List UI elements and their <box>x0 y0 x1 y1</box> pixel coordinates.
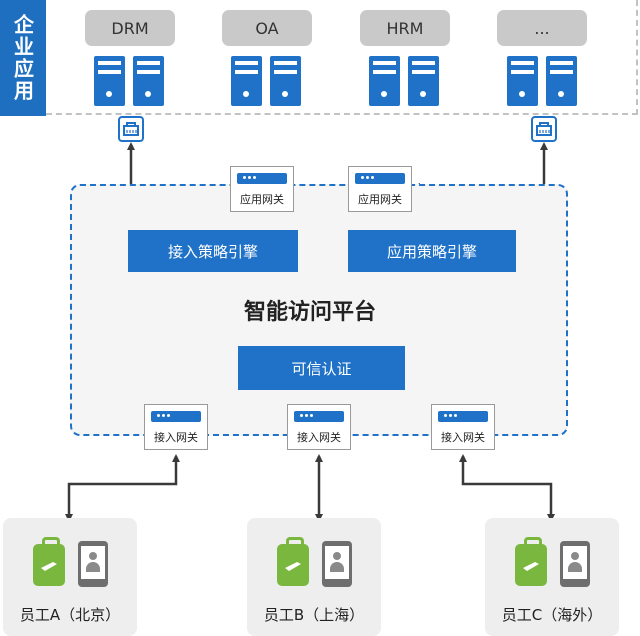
luggage-icon <box>33 537 65 586</box>
employee-card-b: 员工B（上海） <box>247 518 381 636</box>
employee-label: 员工B（上海） <box>263 606 365 624</box>
server-icon <box>133 56 164 106</box>
enterprise-apps-area <box>46 0 638 115</box>
server-icon <box>94 56 125 106</box>
access-gateway: 接入网关 <box>144 404 208 450</box>
luggage-icon <box>277 537 309 586</box>
mobile-phone-icon <box>560 541 590 587</box>
app-gateway-label: 应用网关 <box>240 193 284 206</box>
server-icon <box>408 56 439 106</box>
arrow-etc-gateway <box>412 142 548 191</box>
trusted-auth: 可信认证 <box>238 346 405 390</box>
employee-card-a: 员工A（北京） <box>3 518 137 636</box>
mobile-phone-icon <box>322 541 352 587</box>
gateway-device-icon <box>355 173 405 184</box>
arrow-drm-gateway <box>127 142 230 193</box>
network-port-icon <box>531 116 557 142</box>
app-policy-engine: 应用策略引擎 <box>348 230 516 272</box>
server-icon <box>270 56 301 106</box>
access-gateway-label: 接入网关 <box>154 431 198 444</box>
app-gateway: 应用网关 <box>230 166 294 212</box>
arrow-emp-c <box>459 454 555 522</box>
app-tag-etc: ... <box>497 10 587 46</box>
access-policy-engine: 接入策略引擎 <box>128 230 298 272</box>
server-icon <box>507 56 538 106</box>
platform-title: 智能访问平台 <box>244 300 377 325</box>
server-icon <box>369 56 400 106</box>
access-gateway-label: 接入网关 <box>441 431 485 444</box>
app-tag-oa: OA <box>222 10 312 46</box>
platform-container <box>70 184 568 436</box>
app-tag-drm: DRM <box>85 10 175 46</box>
app-gateway-label: 应用网关 <box>358 193 402 206</box>
app-gateway: 应用网关 <box>348 166 412 212</box>
access-gateway: 接入网关 <box>287 404 351 450</box>
mobile-phone-icon <box>78 541 108 587</box>
employee-label: 员工A（北京） <box>19 606 121 624</box>
network-port-icon <box>118 116 144 142</box>
employee-label: 员工C（海外） <box>501 606 603 624</box>
app-tag-hrm: HRM <box>360 10 450 46</box>
luggage-icon <box>515 537 547 586</box>
server-icon <box>231 56 262 106</box>
arrow-emp-a <box>65 454 180 522</box>
access-gateway: 接入网关 <box>431 404 495 450</box>
server-icon <box>546 56 577 106</box>
gateway-device-icon <box>438 411 488 422</box>
access-gateway-label: 接入网关 <box>297 431 341 444</box>
employee-card-c: 员工C（海外） <box>485 518 619 636</box>
gateway-device-icon <box>151 411 201 422</box>
enterprise-apps-label: 企业应用 <box>0 0 46 116</box>
gateway-device-icon <box>237 173 287 184</box>
gateway-device-icon <box>294 411 344 422</box>
